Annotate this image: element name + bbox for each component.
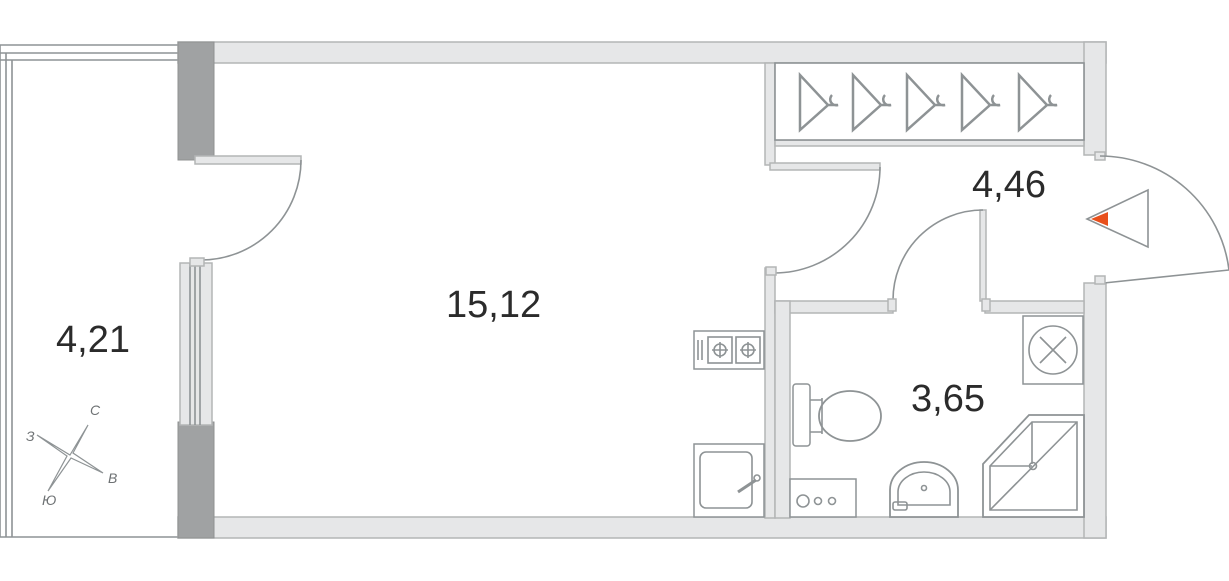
toilet-icon: [792, 383, 882, 447]
living-room-area: 15,12: [446, 284, 541, 326]
hanger-icon: [1017, 71, 1058, 133]
compass-west: З: [26, 428, 35, 444]
compass-icon: С В Ю З: [26, 402, 117, 508]
stove-icon: [693, 330, 765, 370]
bathroom-door[interactable]: [887, 209, 991, 312]
entrance-icon: [1085, 188, 1149, 249]
doors: [189, 151, 1229, 312]
washbasin-icon: [889, 461, 959, 518]
vent-icon: [1022, 315, 1084, 385]
outer-walls: [177, 41, 1107, 539]
hanger-icon: [851, 71, 892, 133]
entrance-door[interactable]: [1094, 151, 1229, 285]
balcony-area: 4,21: [56, 319, 130, 361]
hanger-icon: [905, 71, 946, 133]
compass-south: Ю: [42, 492, 56, 508]
sink-icon: [693, 443, 765, 518]
kitchen: [693, 330, 765, 518]
living-room-door[interactable]: [765, 162, 881, 276]
hanger-icon: [798, 71, 839, 133]
bathroom-area: 3,65: [911, 378, 985, 420]
compass-north: С: [90, 402, 101, 418]
wardrobe: [774, 62, 1085, 141]
compass-east: В: [108, 470, 117, 486]
shower-icon: [982, 414, 1085, 518]
balcony: [0, 44, 180, 538]
balcony-door[interactable]: [189, 155, 302, 267]
hanger-icon: [960, 71, 1001, 133]
hall-area: 4,46: [972, 164, 1046, 206]
washing-machine-icon: [789, 478, 857, 518]
bathroom-fixtures: [789, 315, 1085, 518]
